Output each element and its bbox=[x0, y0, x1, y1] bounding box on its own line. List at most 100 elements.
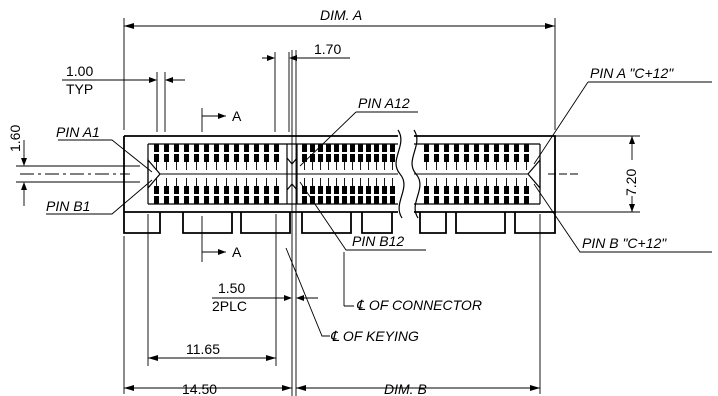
pin-contact bbox=[224, 154, 229, 162]
connector-body bbox=[123, 129, 556, 234]
pin-contact bbox=[274, 154, 279, 162]
pin-contact bbox=[464, 154, 469, 162]
pin-contact bbox=[358, 186, 363, 194]
pin-contact bbox=[514, 144, 519, 152]
pin-contact bbox=[434, 196, 439, 204]
pin-contact bbox=[274, 144, 279, 152]
pin-contact bbox=[164, 196, 169, 204]
pin-contact bbox=[264, 154, 269, 162]
cl-keying-label: ℄ OF KEYING bbox=[330, 328, 419, 344]
pin-contact bbox=[390, 196, 395, 204]
pin-contact bbox=[264, 186, 269, 194]
pitch-typ: TYP bbox=[66, 81, 93, 97]
pin-contact bbox=[234, 154, 239, 162]
dim-1450-value: 14.50 bbox=[182, 381, 217, 396]
pin-contact bbox=[342, 154, 347, 162]
pin-contact bbox=[366, 144, 371, 152]
pin-contact bbox=[264, 144, 269, 152]
pin-b1-label: PIN B1 bbox=[46, 198, 90, 214]
pin-contact bbox=[484, 186, 489, 194]
pin-contact bbox=[194, 144, 199, 152]
section-a-top: A bbox=[232, 108, 242, 124]
pin-contact bbox=[444, 186, 449, 194]
pin-contact bbox=[254, 154, 259, 162]
pin-contact bbox=[302, 144, 307, 152]
pin-contact bbox=[374, 144, 379, 152]
pin-contact bbox=[244, 154, 249, 162]
pin-contact bbox=[204, 144, 209, 152]
dim-pitch: 1.00 TYP bbox=[62, 63, 185, 132]
section-markers: A A bbox=[201, 108, 242, 262]
pin-contact bbox=[454, 144, 459, 152]
pin-contact bbox=[464, 196, 469, 204]
pin-contact bbox=[474, 154, 479, 162]
pin-contact bbox=[350, 154, 355, 162]
pin-contact bbox=[234, 186, 239, 194]
pin-contact bbox=[254, 186, 259, 194]
pin-contact bbox=[194, 196, 199, 204]
pin-contact bbox=[514, 186, 519, 194]
pin-contact bbox=[164, 144, 169, 152]
leaders: PIN A1 PIN B1 PIN A12 PIN B12 PIN A "C+1… bbox=[46, 65, 712, 344]
pin-contact bbox=[454, 196, 459, 204]
pin-contact bbox=[484, 154, 489, 162]
pin-contact bbox=[504, 186, 509, 194]
pin-contact bbox=[390, 154, 395, 162]
dim-b-label: DIM. B bbox=[384, 381, 427, 396]
pin-contact bbox=[204, 196, 209, 204]
pin-contact bbox=[514, 196, 519, 204]
pin-contact bbox=[366, 186, 371, 194]
pin-contact bbox=[174, 196, 179, 204]
pin-contact bbox=[524, 196, 529, 204]
dim-key-width: 1.50 2PLC bbox=[212, 280, 318, 314]
pin-contact bbox=[310, 144, 315, 152]
pin-contact bbox=[390, 144, 395, 152]
pin-contact bbox=[358, 154, 363, 162]
pin-contact bbox=[350, 196, 355, 204]
pin-contact bbox=[454, 186, 459, 194]
dim-a: DIM. A bbox=[123, 7, 556, 130]
key-width-value: 1.50 bbox=[218, 280, 245, 296]
pin-contact bbox=[184, 196, 189, 204]
pin-contact bbox=[164, 186, 169, 194]
pin-contact bbox=[350, 186, 355, 194]
pin-contact bbox=[524, 144, 529, 152]
pin-contact bbox=[390, 186, 395, 194]
pin-contact bbox=[334, 196, 339, 204]
pin-contact bbox=[194, 154, 199, 162]
pin-contact bbox=[318, 196, 323, 204]
pin-contact bbox=[224, 186, 229, 194]
pin-contact bbox=[310, 154, 315, 162]
dim-height: 7.20 bbox=[555, 135, 644, 213]
pin-contact bbox=[474, 144, 479, 152]
pin-contact bbox=[424, 196, 429, 204]
pin-contact bbox=[484, 144, 489, 152]
pin-contact bbox=[494, 196, 499, 204]
pin-contact bbox=[374, 154, 379, 162]
pin-contact bbox=[342, 196, 347, 204]
pin-contact bbox=[350, 144, 355, 152]
pin-contact bbox=[224, 144, 229, 152]
pin-contact bbox=[264, 196, 269, 204]
pin-contact bbox=[184, 186, 189, 194]
pin-contact bbox=[174, 154, 179, 162]
pin-contact bbox=[382, 154, 387, 162]
pin-contact bbox=[234, 144, 239, 152]
pin-contact bbox=[244, 144, 249, 152]
pin-contact bbox=[524, 186, 529, 194]
dim-b: DIM. B bbox=[296, 214, 541, 396]
pin-contact bbox=[334, 144, 339, 152]
pin-contact bbox=[214, 196, 219, 204]
pin-contact bbox=[244, 196, 249, 204]
row-offset-value: 1.60 bbox=[7, 125, 23, 152]
pin-contact bbox=[358, 144, 363, 152]
pin-contact bbox=[434, 186, 439, 194]
pin-contact bbox=[374, 186, 379, 194]
pin-contact bbox=[154, 186, 159, 194]
pin-contact bbox=[254, 144, 259, 152]
pin-contact bbox=[474, 196, 479, 204]
pin-contact bbox=[484, 196, 489, 204]
pin-contact bbox=[318, 186, 323, 194]
pin-contact bbox=[434, 154, 439, 162]
